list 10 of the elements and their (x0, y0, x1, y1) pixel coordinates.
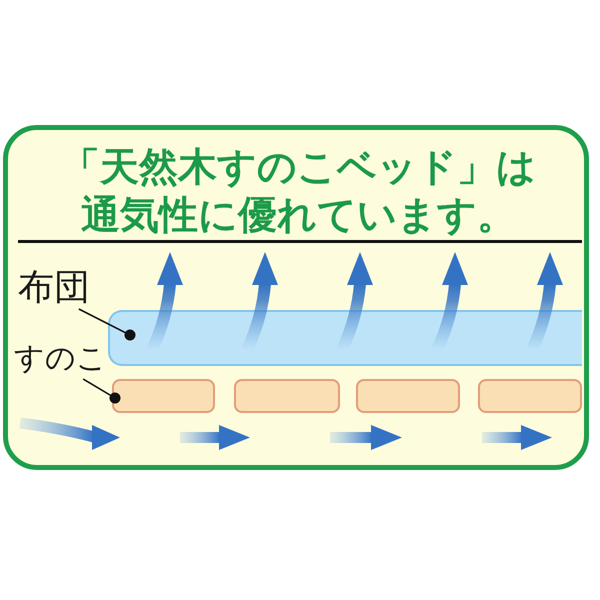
slat-board (234, 379, 340, 413)
slat-board (356, 379, 460, 413)
title-text: 「天然木すのこベッド」は通気性に優れています。 (60, 144, 537, 240)
part-label: 布団 (18, 268, 96, 308)
futon-layer (108, 310, 582, 366)
leader-line (78, 308, 136, 340)
slat-board (478, 379, 582, 413)
leader-line (82, 378, 120, 404)
part-label: すのこ (14, 340, 110, 378)
slat-board (112, 379, 215, 413)
